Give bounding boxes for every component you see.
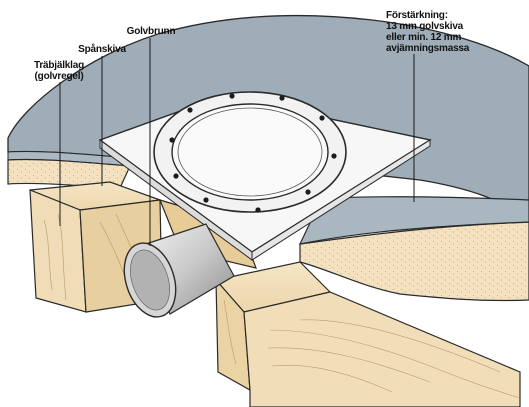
drain-plate-edge-right — [251, 139, 431, 261]
drain-flange-innermost — [177, 107, 323, 197]
label-floor-drain: Golvbrunn — [126, 26, 176, 37]
label-particle-board: Spånskiva — [78, 44, 126, 55]
label-joist: Träbjälklag (golvregel) — [33, 60, 85, 82]
label-reinforcement: Förstärkning: 13 mm golvskiva eller min.… — [386, 10, 470, 54]
particle-board-left — [7, 158, 131, 189]
particle-board-right — [299, 221, 529, 302]
flange-bolts — [169, 93, 337, 213]
drain-flange-inner — [171, 103, 329, 201]
leader-lines — [59, 38, 415, 246]
